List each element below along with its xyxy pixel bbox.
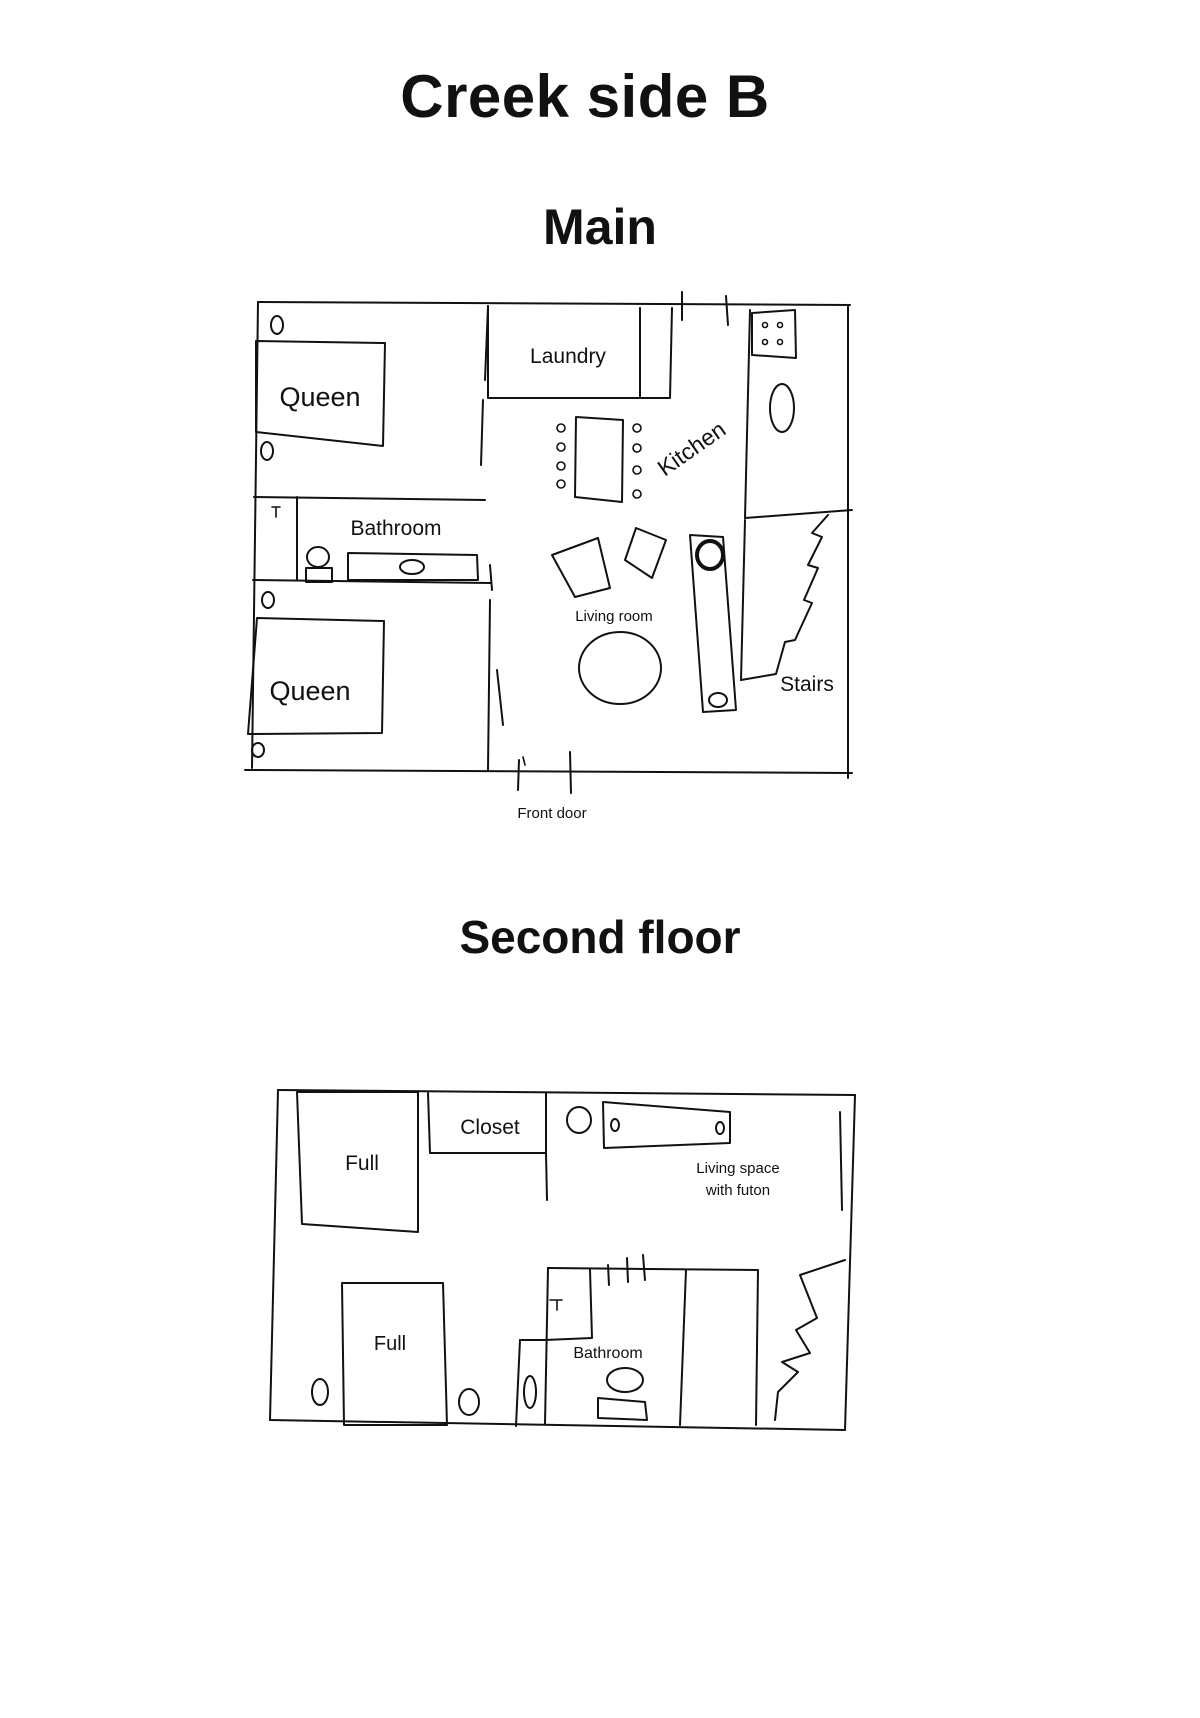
second-outer-walls xyxy=(269,1089,856,1431)
living-space-label-line1: Living space xyxy=(696,1160,779,1177)
front-door-label: Front door xyxy=(517,805,586,822)
laundry-room xyxy=(487,305,673,399)
full-bed-bottom xyxy=(341,1282,448,1426)
page-title: Creek side B xyxy=(400,63,770,130)
main-bathroom xyxy=(252,496,493,591)
full-bottom-label: Full xyxy=(374,1333,406,1355)
upstairs-bathroom-label: Bathroom xyxy=(573,1345,642,1362)
upstairs-bathroom xyxy=(515,1254,759,1427)
queen-bed-bottom xyxy=(247,617,385,735)
sofa xyxy=(689,534,737,713)
upstairs-stairs xyxy=(774,1259,846,1421)
coffee-table xyxy=(578,631,662,705)
nightstand-lamp-icon xyxy=(251,742,265,758)
main-floor-heading: Main xyxy=(543,199,657,255)
armchair-right xyxy=(624,527,667,579)
armchair-left xyxy=(551,537,611,598)
futon xyxy=(566,1101,731,1149)
kitchen-counter xyxy=(744,309,853,519)
living-space-label-line2: with futon xyxy=(705,1182,770,1199)
second-floor-heading: Second floor xyxy=(459,911,741,963)
kitchen-island xyxy=(574,416,624,503)
nightstand-lamp-icon xyxy=(270,315,284,335)
sink-icon xyxy=(606,1367,644,1393)
full-top-label: Full xyxy=(345,1152,379,1175)
toilet-icon xyxy=(597,1397,648,1421)
laundry-label: Laundry xyxy=(530,345,606,368)
nightstand-lamp-icon xyxy=(458,1388,480,1416)
sink-icon xyxy=(769,383,795,433)
queen-bottom-label: Queen xyxy=(269,676,350,706)
front-door xyxy=(517,751,572,794)
stairs-label: Stairs xyxy=(780,673,834,696)
closet xyxy=(427,1092,548,1201)
closet-label: Closet xyxy=(460,1116,520,1139)
queen-bed-top xyxy=(255,340,386,447)
nightstand-lamp-icon xyxy=(260,441,274,461)
nightstand-lamp-icon xyxy=(261,591,275,609)
main-bathroom-label: Bathroom xyxy=(350,517,441,540)
full-bed-top xyxy=(296,1091,419,1233)
bar-stools xyxy=(556,423,642,499)
queen-top-label: Queen xyxy=(279,382,360,412)
nightstand-lamp-icon xyxy=(311,1378,329,1406)
main-stairs xyxy=(740,514,829,681)
living-room-label: Living room xyxy=(575,608,653,625)
